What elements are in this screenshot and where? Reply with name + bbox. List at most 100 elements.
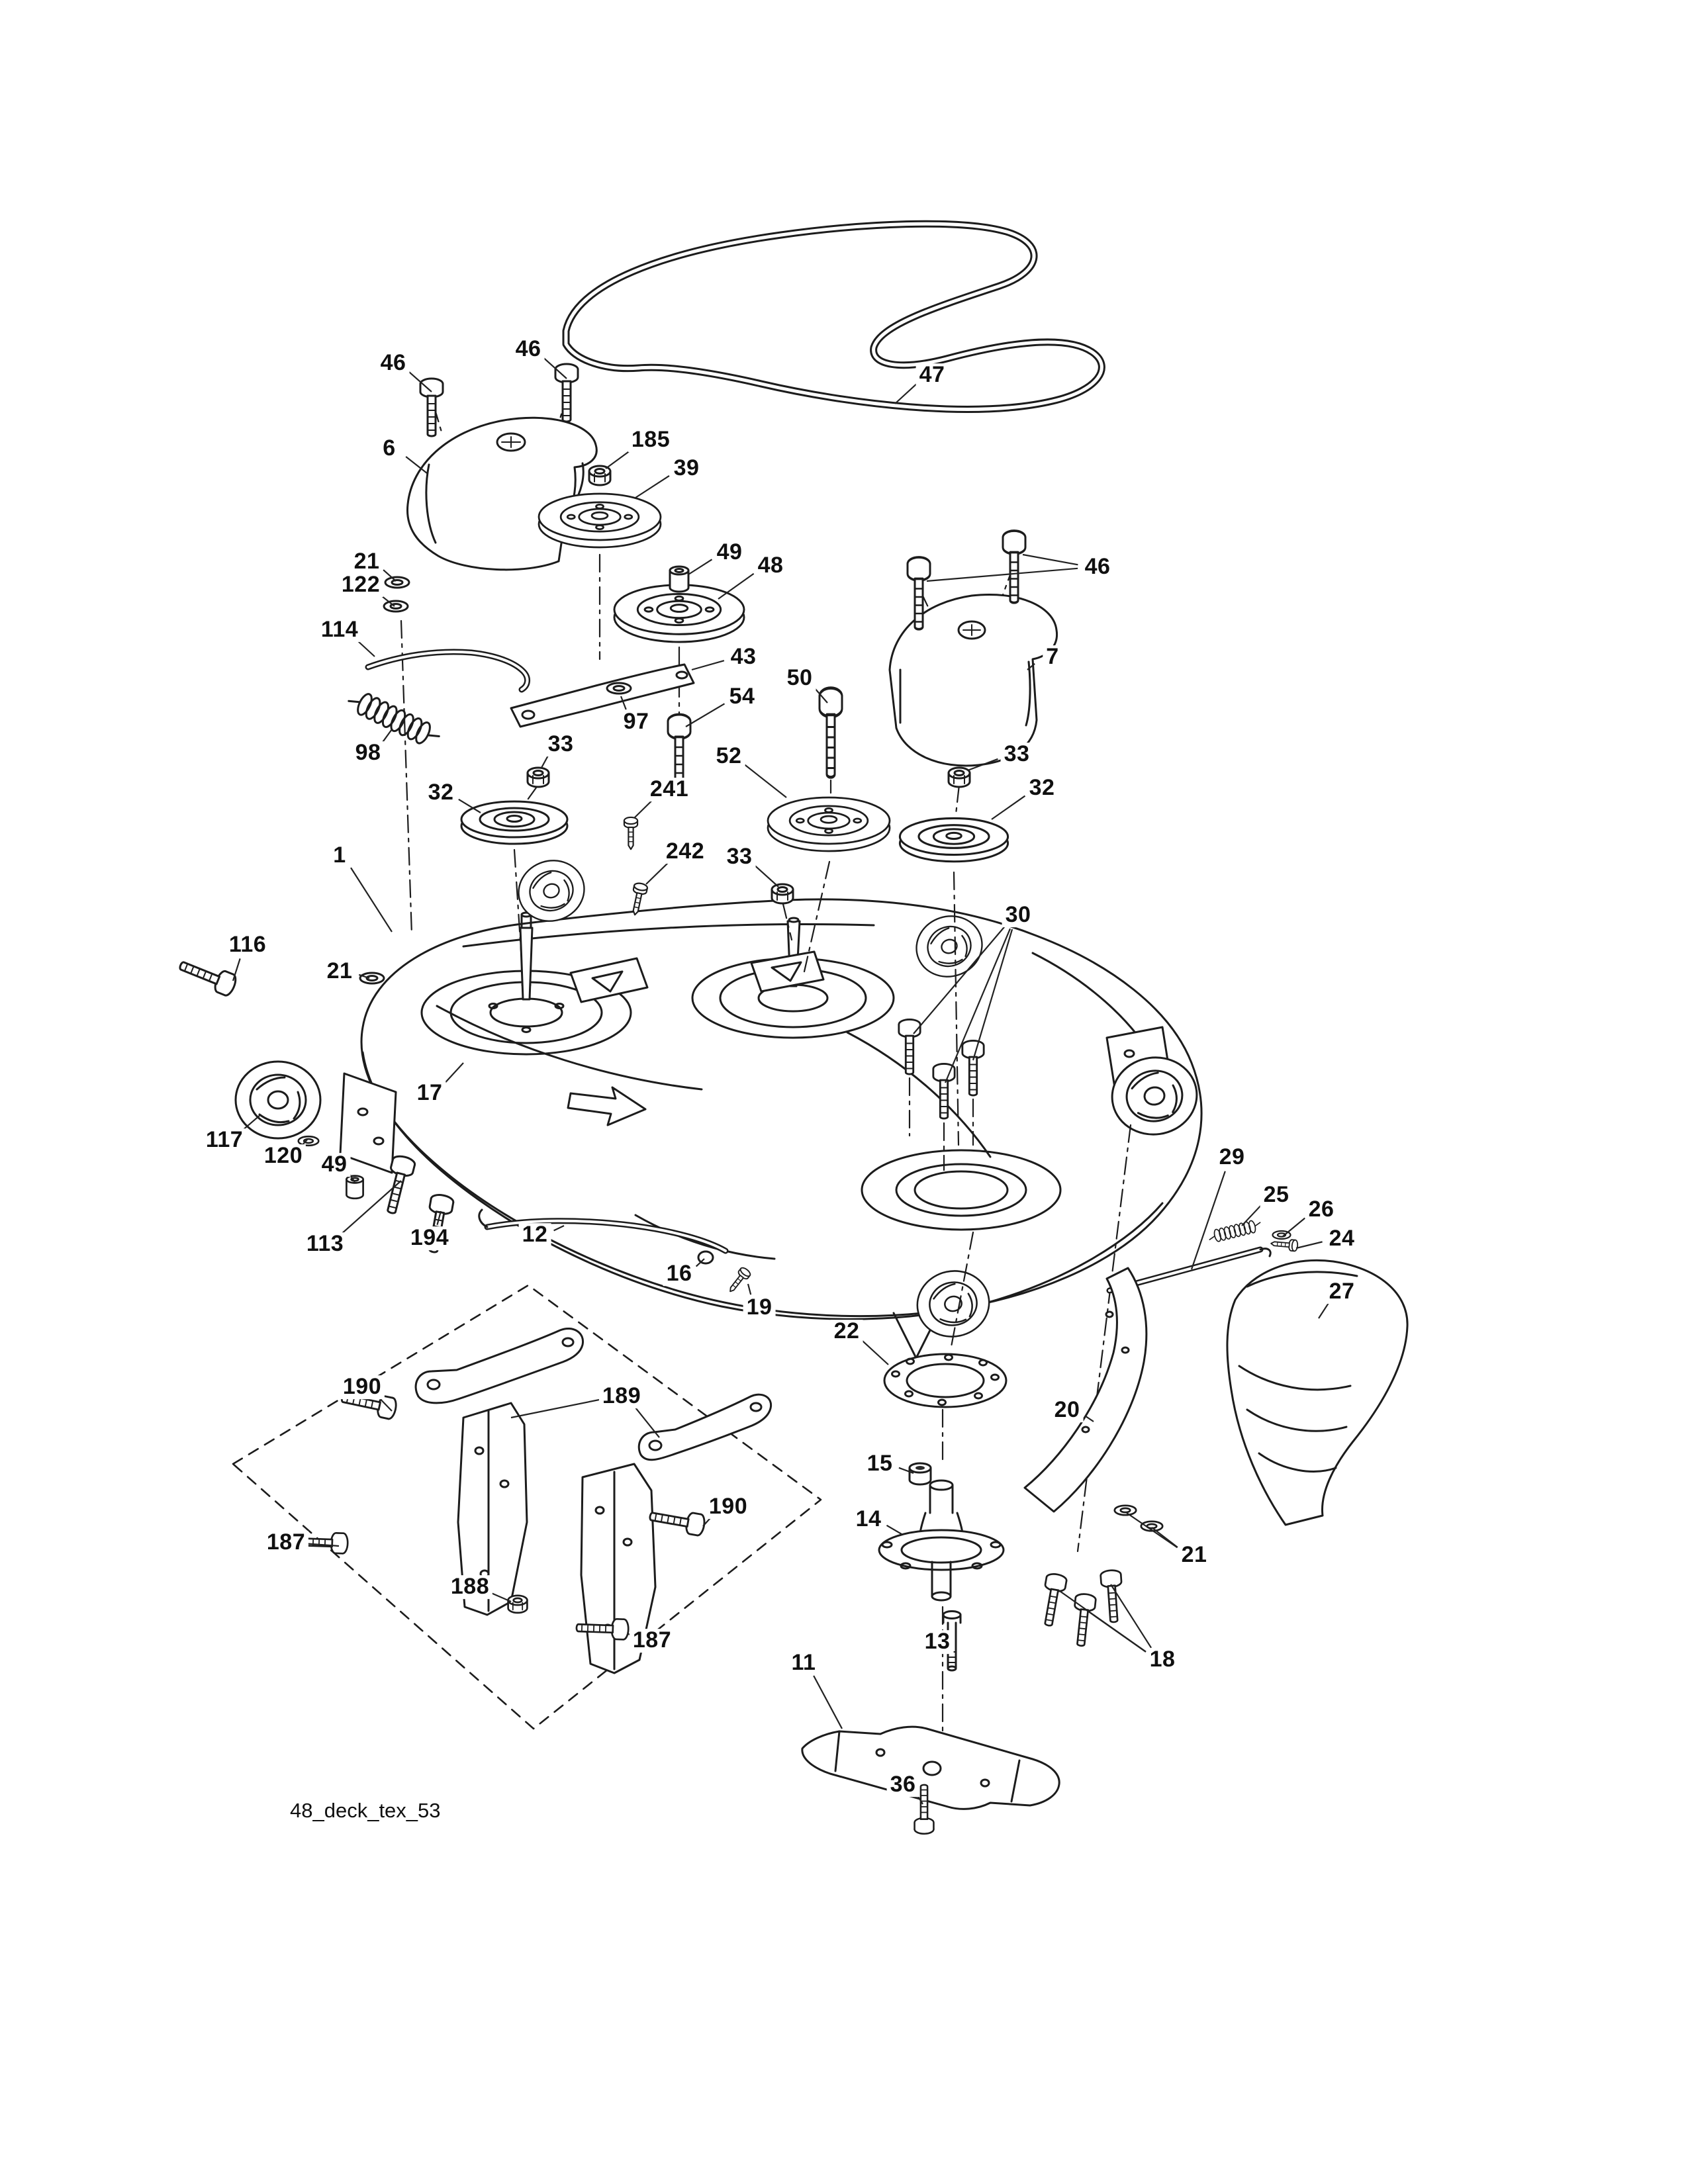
callout-17: 17 [413,1081,446,1105]
callout-113: 113 [303,1232,348,1256]
leader-line [1282,1217,1306,1237]
callout-20: 20 [1051,1398,1084,1422]
callout-29: 29 [1215,1145,1248,1169]
callout-33: 33 [544,732,577,756]
leader-line [305,1543,340,1547]
callout-15: 15 [863,1451,896,1476]
leader-line [972,929,1013,1061]
leader-line [541,755,549,768]
leader-line [1126,1512,1178,1549]
callout-16: 16 [663,1261,696,1286]
leader-line [814,687,828,704]
callout-117: 117 [202,1128,247,1152]
callout-52: 52 [712,744,745,768]
leader-line [894,383,917,404]
idler-arm-bracket [510,663,695,728]
callout-24: 24 [1325,1226,1358,1251]
leader-line [634,1406,660,1438]
leader-line [813,1675,843,1729]
leader-line [1027,662,1035,670]
hanger-assembly [232,1284,822,1730]
callout-12: 12 [518,1222,551,1247]
callout-32: 32 [1025,776,1058,800]
callout-54: 54 [726,684,759,709]
leader-line [1110,1584,1152,1649]
callout-25: 25 [1260,1183,1293,1207]
leader-line [381,729,393,744]
leader-line [444,1062,464,1085]
leader-line [620,696,627,710]
callout-188: 188 [447,1574,493,1599]
callout-27: 27 [1325,1279,1358,1304]
callout-49: 49 [318,1152,351,1177]
mower-blade-11 [801,1725,1060,1810]
callout-187: 187 [629,1628,675,1653]
spacer-bushing-15 [908,1462,932,1486]
callout-114: 114 [317,617,362,642]
leader-line [1190,1171,1226,1270]
leader-line [913,925,1006,1034]
leader-line [695,1258,705,1267]
deck-shell [339,898,1203,1359]
leader-line [886,1524,902,1535]
callout-47: 47 [915,363,949,387]
leader-line [458,798,481,813]
leader-line [436,1210,442,1225]
callout-241: 241 [646,777,692,801]
callout-122: 122 [338,572,384,597]
callout-98: 98 [352,741,385,765]
leader-line [510,1398,602,1419]
leader-line [861,1340,889,1365]
drive-belt [562,220,1105,413]
leader-line [633,798,655,819]
callout-49: 49 [713,540,746,565]
diagram-id-label: 48_deck_tex_53 [290,1799,441,1822]
leader-line [543,357,567,379]
callout-46: 46 [1081,555,1114,579]
callout-13: 13 [921,1629,954,1654]
leader-line [1318,1302,1330,1319]
callout-50: 50 [783,666,816,690]
callout-48: 48 [754,553,787,578]
callout-39: 39 [670,456,703,480]
retainer-ring-16 [697,1250,714,1265]
leader-line [1084,1415,1094,1422]
leader-line [553,1225,565,1232]
callout-22: 22 [830,1319,863,1343]
callout-7: 7 [1043,645,1062,669]
callout-36: 36 [886,1772,919,1797]
leader-line [405,456,428,474]
leader-line [926,567,1078,582]
callout-187: 187 [263,1530,309,1555]
callout-33: 33 [723,844,756,869]
leader-line [991,795,1026,820]
leader-line [691,660,725,671]
leader-line [1022,553,1078,566]
callout-116: 116 [225,933,270,957]
leader-line [645,860,671,885]
callout-33: 33 [1000,742,1033,766]
mulch-baffle-20 [1023,1267,1148,1513]
seal-ring-22 [883,1353,1008,1408]
callout-19: 19 [743,1295,776,1320]
clutch-rod-12 [478,1208,729,1254]
callout-189: 189 [598,1384,645,1408]
callout-21: 21 [323,959,356,983]
leader-line [744,764,787,798]
callout-46: 46 [512,337,545,361]
callout-185: 185 [628,428,674,452]
callout-194: 194 [406,1226,453,1250]
leader-line [350,867,393,933]
leader-line [685,703,726,727]
callout-26: 26 [1305,1197,1338,1222]
leader-line [967,758,998,772]
callout-43: 43 [727,645,760,669]
discharge-chute-27 [1226,1259,1409,1526]
leader-line [232,958,241,981]
leader-line [898,1467,914,1475]
leader-line [1241,1204,1262,1226]
callout-6: 6 [379,436,399,461]
leader-line [358,974,370,979]
callout-21: 21 [350,549,383,574]
